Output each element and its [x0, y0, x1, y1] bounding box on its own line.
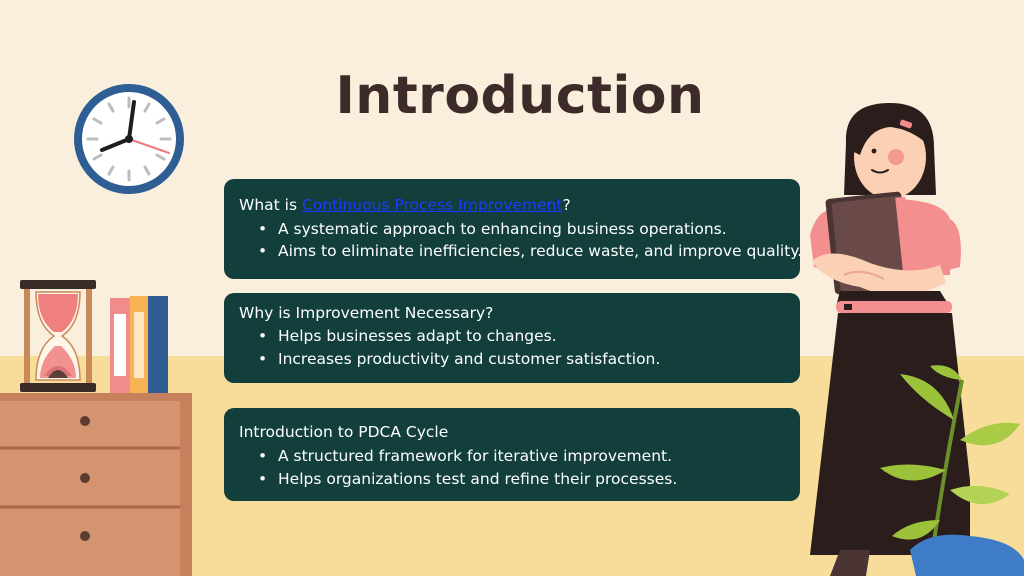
info-card-why-improvement: Why is Improvement Necessary? Helps busi… [224, 293, 800, 383]
hourglass-icon [20, 280, 96, 392]
potted-plant-icon [880, 365, 1024, 576]
slide-title: Introduction [335, 66, 705, 126]
dresser-icon [0, 393, 192, 576]
wall-clock-icon [74, 84, 184, 194]
card-heading: Why is Improvement Necessary? [239, 304, 494, 322]
card-heading-suffix: ? [562, 196, 571, 214]
card-bullet: A systematic approach to enhancing busin… [258, 220, 727, 238]
card-bullet: Helps organizations test and refine thei… [258, 470, 677, 488]
info-card-continuous-process-improvement: What is Continuous Process Improvement? … [224, 179, 802, 279]
card-heading: What is Continuous Process Improvement? [239, 196, 571, 214]
books-icon [110, 296, 168, 394]
card-heading: Introduction to PDCA Cycle [239, 423, 449, 441]
card-bullet: A structured framework for iterative imp… [258, 447, 672, 465]
continuous-process-improvement-link[interactable]: Continuous Process Improvement [301, 196, 563, 214]
woman-with-books-illustration [810, 103, 970, 576]
card-bullet: Helps businesses adapt to changes. [258, 327, 557, 345]
info-card-pdca-cycle: Introduction to PDCA Cycle A structured … [224, 408, 800, 501]
card-bullet: Increases productivity and customer sati… [258, 350, 660, 368]
card-bullet: Aims to eliminate inefficiencies, reduce… [258, 242, 802, 260]
card-heading-prefix: What is [239, 196, 302, 214]
